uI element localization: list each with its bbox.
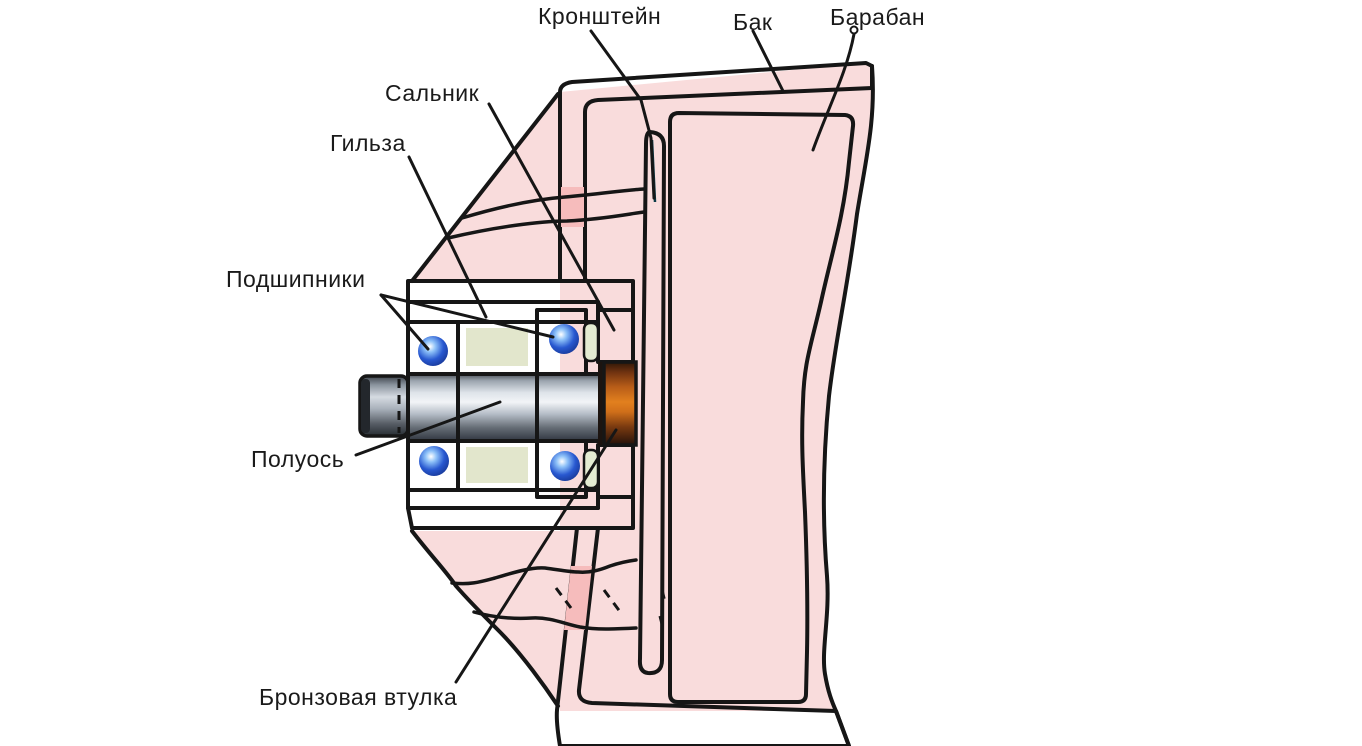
bronze-bushing — [602, 360, 638, 447]
leader-lines — [354, 25, 859, 684]
tank-outer-right-edge — [821, 64, 875, 746]
bearing-ball-bottom-left — [419, 446, 449, 476]
seal-lip-top — [582, 321, 600, 363]
leader-bak — [751, 29, 785, 93]
bearing-ball-top-left — [418, 336, 448, 366]
contour-line-upper-2 — [446, 210, 646, 240]
label-podshipniki: Подшипники — [226, 266, 366, 292]
leader-gilza — [407, 155, 488, 319]
label-vtulka: Бронзовая втулка — [259, 684, 458, 710]
drum-body — [668, 111, 856, 704]
contour-line-lower-2 — [472, 610, 638, 631]
tank-outer-diagonal-edge — [410, 92, 560, 283]
label-kronshtein: Кронштейн — [538, 3, 662, 29]
leader-podshipniki-1 — [379, 293, 430, 351]
leader-kronshtein — [589, 29, 656, 200]
leader-vtulka — [454, 428, 618, 684]
leader-poluos — [354, 400, 502, 457]
label-salnik: Сальник — [385, 80, 480, 106]
bushing-left-edge — [598, 362, 604, 445]
label-baraban: Барабан — [830, 4, 926, 30]
half-axle-shaft — [406, 372, 602, 443]
bearing-ball-top-right — [549, 324, 579, 354]
bracket-bar — [637, 130, 666, 676]
leader-salnik — [487, 102, 616, 332]
tank-outer-lower-edge — [410, 529, 560, 708]
hidden-edge-dash-left — [554, 587, 576, 613]
leader-baraban — [811, 32, 856, 152]
spacer-top-highlight — [466, 328, 528, 366]
tank-gusset-lower — [412, 531, 577, 706]
contour-line-lower-1 — [450, 558, 638, 586]
bearing-ball-bottom-right — [550, 451, 580, 481]
hidden-edge-dash-right — [602, 589, 623, 614]
tank-bottom-wall — [554, 526, 851, 746]
label-poluos: Полуось — [251, 446, 345, 472]
strip-window-lower — [564, 566, 592, 630]
leader-podshipniki-2 — [379, 293, 555, 339]
tank-interior — [560, 63, 873, 711]
label-gilza: Гильза — [330, 130, 406, 156]
tank-top-wall — [558, 61, 874, 283]
contour-line-upper-1 — [460, 187, 646, 220]
shaft-stub-cap — [361, 379, 370, 433]
label-bak: Бак — [733, 9, 773, 35]
spacer-bottom-highlight — [466, 447, 528, 483]
